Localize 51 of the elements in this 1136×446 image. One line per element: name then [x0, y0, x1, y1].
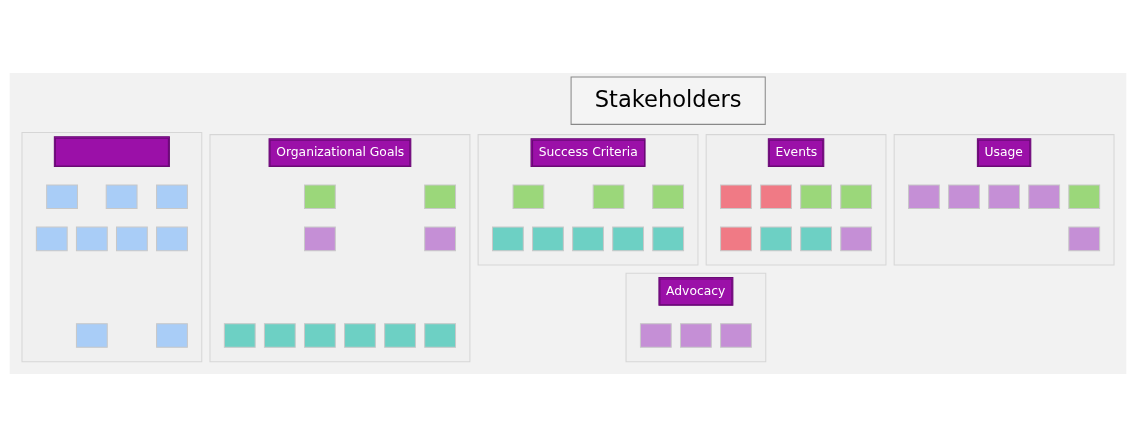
- node-box: [720, 183, 752, 209]
- node-box: Stakeholders: [570, 76, 766, 125]
- node-box: [105, 183, 138, 209]
- node-box: [760, 226, 792, 251]
- node-box: [304, 183, 336, 209]
- node-box: [46, 183, 78, 209]
- node-box: [424, 183, 457, 209]
- node-box: [908, 183, 940, 209]
- node-box: [679, 322, 712, 348]
- node-box: [1068, 226, 1101, 251]
- node-box: [1068, 183, 1101, 209]
- node-box: [639, 322, 672, 348]
- node-box: [572, 226, 604, 251]
- node-box: [800, 226, 832, 251]
- cluster: Events: [705, 133, 887, 266]
- node-box: [344, 322, 376, 348]
- node-box: [612, 226, 645, 251]
- node-box: [652, 226, 685, 251]
- node-box: [720, 226, 752, 251]
- node-box: [75, 322, 108, 348]
- node-box: [116, 226, 148, 251]
- node-box: [512, 183, 545, 209]
- node-box: [988, 183, 1020, 209]
- node-box: [652, 183, 685, 209]
- node-box: [720, 322, 752, 348]
- cluster: [21, 131, 203, 362]
- node-box: [760, 183, 792, 209]
- node-box: [304, 322, 336, 348]
- node-box: [491, 226, 524, 251]
- node-box: [263, 322, 296, 348]
- node-box: [156, 183, 188, 209]
- node-box: [304, 226, 336, 251]
- node-box: [223, 322, 256, 348]
- node-box: [532, 226, 564, 251]
- node-box: [35, 226, 68, 251]
- cluster: Success Criteria: [477, 133, 699, 266]
- cluster: Organizational Goals: [209, 133, 471, 362]
- node-box: [156, 226, 188, 251]
- node-box: [384, 322, 416, 348]
- node-box: [840, 226, 873, 251]
- node-box: [424, 226, 457, 251]
- node-box: [1028, 183, 1061, 209]
- node-box: [424, 322, 457, 348]
- cluster: Usage: [893, 133, 1115, 266]
- node-box: [156, 322, 188, 348]
- node-box: [800, 183, 832, 209]
- node-box: [840, 183, 873, 209]
- node-box: [948, 183, 980, 209]
- cluster: Advocacy: [625, 272, 767, 362]
- node-box: [75, 226, 108, 251]
- node-box: [592, 183, 625, 209]
